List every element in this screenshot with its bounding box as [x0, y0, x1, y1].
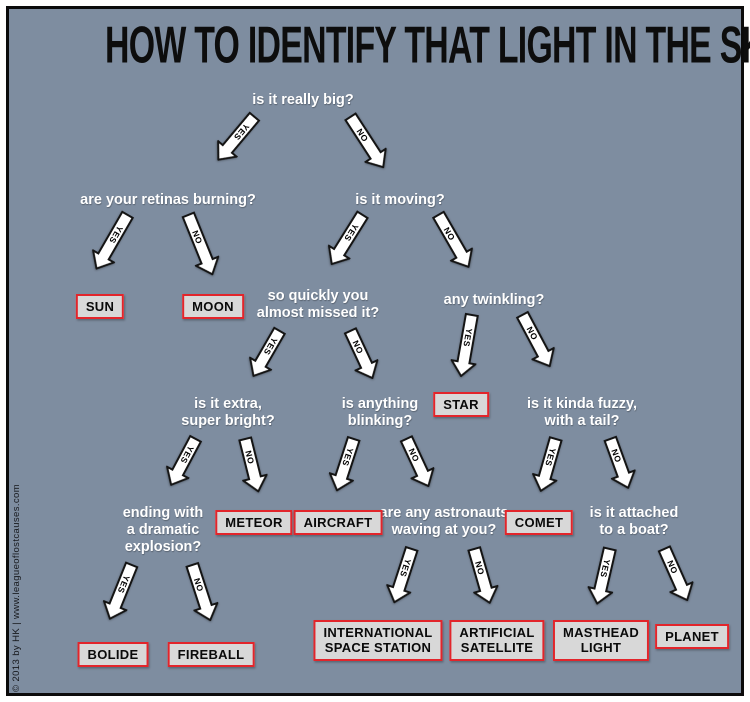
credit-text: © 2013 by HK | www.leagueoflostcauses.co… — [11, 483, 22, 692]
question-fuzzy-tail: is it kinda fuzzy, with a tail? — [526, 396, 638, 430]
question-dramatic-explosion: ending with a dramatic explosion? — [122, 505, 204, 556]
answer-fireball: FIREBALL — [167, 642, 255, 668]
answer-moon: MOON — [182, 294, 244, 320]
answer-bolide: BOLIDE — [77, 642, 149, 668]
page-title: HOW TO IDENTIFY THAT LIGHT IN THE SKY — [105, 15, 750, 74]
question-astronauts-waving: are any astronauts waving at you? — [379, 505, 509, 539]
arrow-no-to-planet: NO — [652, 543, 699, 607]
question-attached-boat: is it attached to a boat? — [589, 505, 679, 539]
arrow-yes-to-extra-bright: YES — [242, 324, 292, 384]
arrow-yes-to-so-quickly: YES — [320, 207, 374, 272]
arrow-no-to-moving: NO — [339, 109, 395, 175]
arrow-yes-to-retinas: YES — [208, 108, 265, 169]
answer-comet: COMET — [504, 510, 574, 536]
arrow-no-to-fireball: NO — [180, 560, 223, 625]
arrow-yes-to-comet: YES — [528, 434, 568, 495]
answer-artificial-satellite: ARTIFICIAL SATELLITE — [449, 620, 545, 661]
arrow-no-to-satellite: NO — [462, 544, 503, 607]
question-retinas-burning: are your retinas burning? — [80, 192, 256, 208]
arrow-yes-to-aircraft: YES — [324, 434, 366, 495]
arrow-yes-to-sun: YES — [85, 208, 140, 276]
arrow-yes-to-masthead: YES — [584, 545, 622, 607]
answer-planet: PLANET — [655, 624, 729, 650]
arrow-yes-to-explosion: YES — [159, 432, 207, 492]
arrow-no-to-moon: NO — [176, 209, 225, 280]
answer-aircraft: AIRCRAFT — [293, 510, 383, 536]
arrow-yes-to-bolide: YES — [97, 559, 144, 624]
question-any-twinkling: any twinkling? — [443, 292, 545, 308]
answer-meteor: METEOR — [215, 510, 293, 536]
question-so-quickly: so quickly you almost missed it? — [256, 288, 380, 322]
arrow-no-to-boat: NO — [598, 434, 641, 494]
answer-international-space-station: INTERNATIONAL SPACE STATION — [313, 620, 443, 661]
arrow-no-to-twinkling: NO — [427, 208, 481, 275]
arrow-no-to-astronauts: NO — [394, 433, 440, 493]
answer-masthead-light: MASTHEAD LIGHT — [552, 620, 650, 661]
question-extra-bright: is it extra, super bright? — [181, 396, 275, 430]
question-moving: is it moving? — [355, 192, 445, 208]
question-really-big: is it really big? — [252, 92, 354, 108]
arrow-no-to-meteor: NO — [232, 435, 271, 496]
answer-star: STAR — [433, 392, 489, 418]
arrow-no-to-blinking: NO — [338, 325, 384, 385]
arrow-yes-to-iss: YES — [382, 544, 425, 607]
answer-sun: SUN — [75, 294, 125, 320]
arrow-no-to-fuzzy: NO — [511, 308, 562, 373]
arrow-yes-to-star: YES — [448, 312, 485, 380]
question-anything-blinking: is anything blinking? — [341, 396, 419, 430]
